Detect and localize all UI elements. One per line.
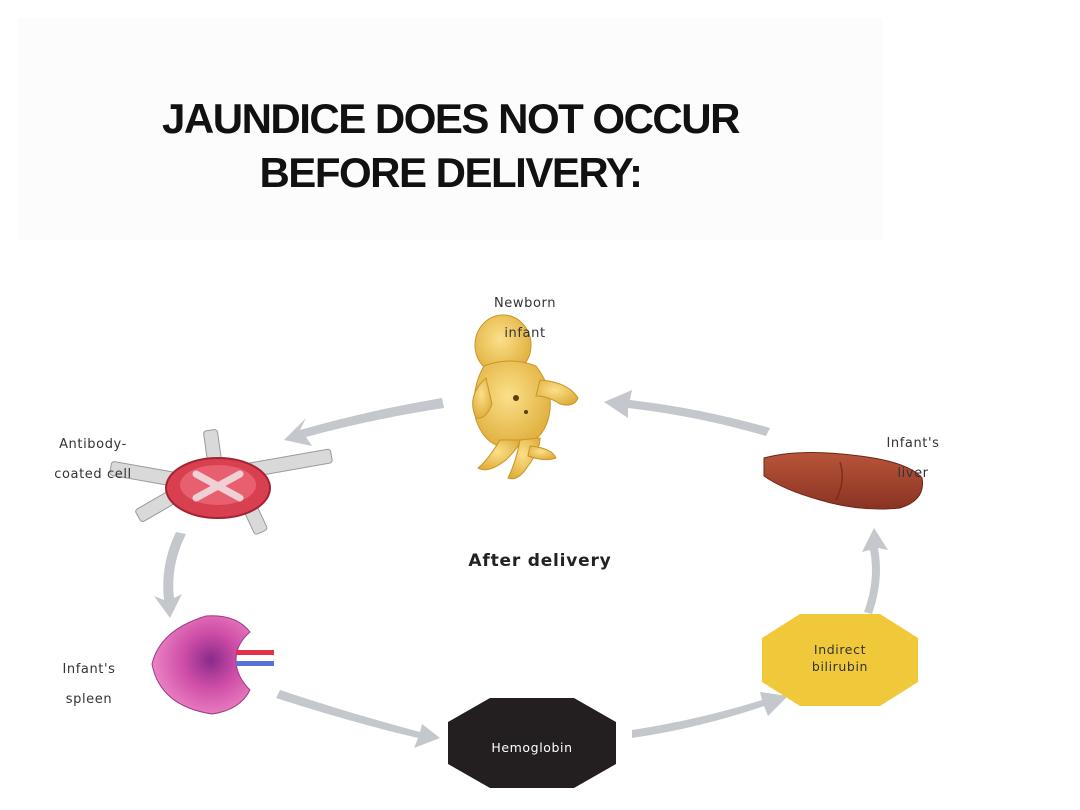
liver-label-line-2: liver bbox=[897, 466, 929, 481]
hemoglobin-hexagon bbox=[448, 698, 616, 788]
arrow-spleen-to-hemoglobin bbox=[276, 690, 440, 748]
bilirubin-label-line-2: bilirubin bbox=[812, 659, 868, 674]
liver-label-line-1: Infant's bbox=[886, 436, 940, 451]
spleen-label: Infant's spleen bbox=[34, 647, 144, 707]
infant-spleen-illustration bbox=[151, 615, 274, 715]
antibody-coated-cell-illustration bbox=[109, 429, 333, 535]
arrow-infant-to-cell bbox=[284, 398, 444, 446]
after-delivery-label: After delivery bbox=[468, 551, 612, 571]
hemoglobin-label: Hemoglobin bbox=[491, 740, 572, 755]
title-line-1: JAUNDICE DOES NOT OCCUR bbox=[162, 95, 740, 142]
newborn-label-line-2: infant bbox=[504, 326, 546, 341]
arrow-cell-to-spleen bbox=[154, 532, 186, 618]
bilirubin-label-line-1: Indirect bbox=[814, 642, 866, 657]
slide-title: JAUNDICE DOES NOT OCCUR BEFORE DELIVERY: bbox=[18, 92, 883, 200]
spleen-label-line-2: spleen bbox=[65, 692, 113, 707]
bilirubin-hexagon bbox=[762, 614, 918, 706]
antibody-cell-label: Antibody- coated cell bbox=[28, 422, 158, 482]
hemoglobin-node: Hemoglobin bbox=[448, 698, 616, 788]
newborn-infant-illustration bbox=[472, 314, 579, 480]
antibody-label-line-2: coated cell bbox=[54, 467, 132, 482]
newborn-label-line-1: Newborn bbox=[493, 296, 557, 311]
title-line-2: BEFORE DELIVERY: bbox=[259, 149, 643, 196]
spleen-label-line-1: Infant's bbox=[62, 662, 116, 677]
bilirubin-node: Indirect bilirubin bbox=[762, 614, 918, 706]
liver-label: Infant's liver bbox=[858, 421, 968, 481]
arrow-bilirubin-to-liver bbox=[862, 528, 888, 614]
title-background bbox=[18, 18, 883, 240]
cycle-arrows bbox=[154, 390, 888, 748]
antibody-label-line-1: Antibody- bbox=[59, 437, 127, 452]
infant-liver-illustration bbox=[763, 451, 924, 510]
newborn-infant-label: Newborn infant bbox=[450, 281, 600, 341]
arrow-hemoglobin-to-bilirubin bbox=[632, 692, 788, 738]
arrow-liver-to-infant bbox=[604, 390, 770, 436]
